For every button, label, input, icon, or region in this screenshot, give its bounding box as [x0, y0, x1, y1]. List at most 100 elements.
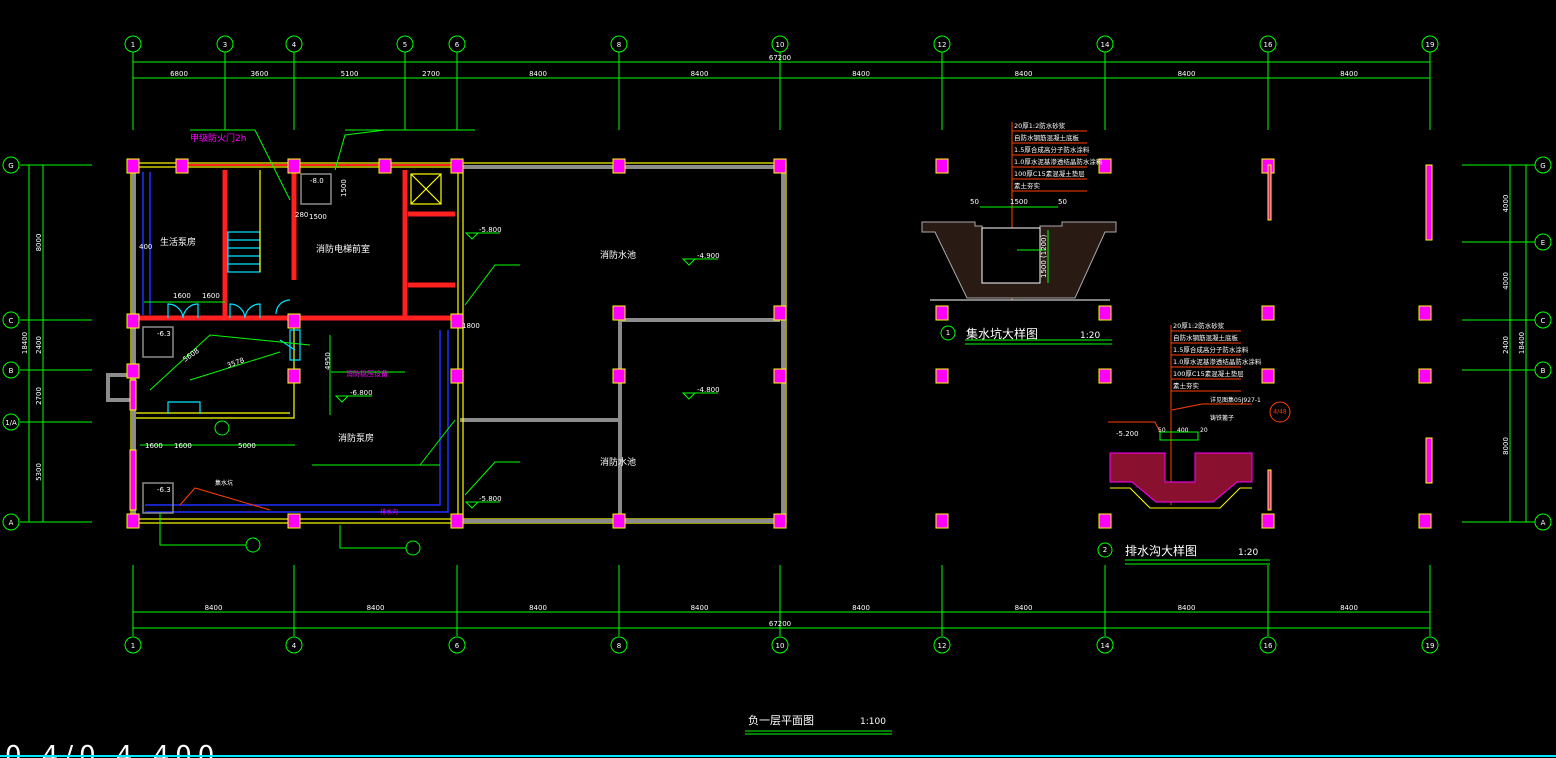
stair [227, 170, 261, 273]
room-label-fire-pool: 消防水池 [600, 249, 636, 261]
axis-bubble-10: 10 [771, 35, 789, 53]
svg-text:1500: 1500 [1010, 198, 1028, 206]
svg-text:-5.200: -5.200 [1116, 430, 1139, 438]
door [279, 329, 301, 361]
dimension-text: 8400 [852, 604, 870, 612]
svg-text:-5.800: -5.800 [479, 495, 502, 503]
axis-bubble-19: 19 [1421, 636, 1439, 654]
column [612, 513, 626, 529]
layer-note: 100厚C15素混凝土垫层 [1173, 369, 1244, 378]
column [126, 363, 140, 379]
wall-column [1267, 469, 1272, 511]
column [1261, 513, 1275, 529]
svg-text:1500: 1500 [340, 179, 348, 197]
axis-bubble-8: 8 [610, 35, 628, 53]
level-markers [334, 232, 718, 509]
svg-text:5: 5 [403, 41, 407, 49]
axis-bubble-A: A [2, 513, 20, 531]
dimension-text: 67200 [769, 54, 791, 62]
dimension-text: 18400 [1518, 332, 1526, 354]
dimension-text: 6800 [170, 70, 188, 78]
column [773, 368, 787, 384]
column [1418, 368, 1432, 384]
column [1261, 305, 1275, 321]
column [378, 158, 392, 174]
column [126, 513, 140, 529]
svg-text:E: E [1541, 239, 1545, 247]
axis-bubble-16: 16 [1259, 35, 1277, 53]
svg-text:19: 19 [1426, 642, 1435, 650]
svg-text:-8.0: -8.0 [310, 177, 324, 185]
svg-text:0 4/0 4 400: 0 4/0 4 400 [5, 741, 220, 758]
svg-text:-6.800: -6.800 [350, 389, 373, 397]
column [1098, 513, 1112, 529]
column [612, 158, 626, 174]
axis-bubble-1/A: 1/A [2, 413, 20, 431]
svg-text:4: 4 [292, 41, 297, 49]
room-labels: 生活泵房 消防电梯前室 消防泵房 消防水池 消防水池 [160, 236, 636, 468]
svg-text:8: 8 [617, 642, 621, 650]
axis-bubble-8: 8 [610, 636, 628, 654]
axis-bubble-B: B [2, 361, 20, 379]
layer-note: 素土夯实 [1014, 181, 1041, 190]
svg-text:50: 50 [970, 198, 979, 206]
axis-bubble-6: 6 [448, 636, 466, 654]
detail-sump-section [921, 122, 1117, 345]
wall-column [1425, 437, 1433, 484]
layer-note: 1.0厚水泥基渗透结晶防水涂料 [1173, 357, 1262, 366]
dimension-text: 8400 [1178, 70, 1196, 78]
svg-text:14: 14 [1101, 41, 1110, 49]
door [275, 299, 291, 315]
svg-text:3578: 3578 [226, 356, 245, 370]
svg-text:2: 2 [1103, 546, 1107, 554]
svg-text:-6.3: -6.3 [157, 330, 171, 338]
svg-text:16: 16 [1264, 642, 1273, 650]
columns [126, 158, 1433, 529]
dimension-text: 8000 [1502, 437, 1510, 455]
column [1098, 368, 1112, 384]
wall-column [1267, 164, 1272, 221]
column [287, 368, 301, 384]
axis-bubble-E: E [1534, 233, 1552, 251]
svg-text:12: 12 [938, 642, 947, 650]
axis-bubble-5: 5 [396, 35, 414, 53]
door [167, 401, 201, 414]
room-label-fire-pump: 消防泵房 [338, 432, 374, 444]
dimension-text: 5100 [341, 70, 359, 78]
column [1261, 368, 1275, 384]
svg-text:6: 6 [455, 41, 460, 49]
svg-text:G: G [8, 162, 13, 170]
svg-text:1: 1 [131, 41, 135, 49]
svg-text:6: 6 [455, 642, 460, 650]
axis-bubble-16: 16 [1259, 636, 1277, 654]
svg-text:-4.800: -4.800 [697, 386, 720, 394]
svg-text:C: C [9, 317, 14, 325]
building-walls [106, 129, 787, 556]
column [450, 313, 464, 329]
dimension-text: 8400 [529, 70, 547, 78]
column [287, 313, 301, 329]
axis-bubble-1: 1 [124, 636, 142, 654]
svg-text:8: 8 [617, 41, 621, 49]
column [1098, 305, 1112, 321]
svg-text:10: 10 [776, 642, 785, 650]
svg-text:1600: 1600 [202, 292, 220, 300]
svg-text:400: 400 [139, 243, 152, 251]
svg-text:A: A [1541, 519, 1546, 527]
dimension-text: 8400 [205, 604, 223, 612]
axis-bubble-14: 14 [1096, 35, 1114, 53]
axis-bubble-4: 4 [285, 636, 303, 654]
svg-text:G: G [1540, 162, 1545, 170]
sump-pit [300, 173, 332, 205]
detail2-title: 排水沟大样图 [1125, 543, 1197, 558]
plan-notes: 甲级防火门2h 消防稳压设备 集水坑 排水沟 [190, 132, 398, 516]
detail-drain-section [1097, 325, 1291, 565]
dimension-text: 4000 [1502, 195, 1510, 213]
axis-bubble-3: 3 [216, 35, 234, 53]
svg-text:4: 4 [292, 642, 297, 650]
drawing-title: 负一层平面图 [748, 713, 814, 727]
door [229, 303, 261, 319]
dimension-text: 3600 [251, 70, 269, 78]
